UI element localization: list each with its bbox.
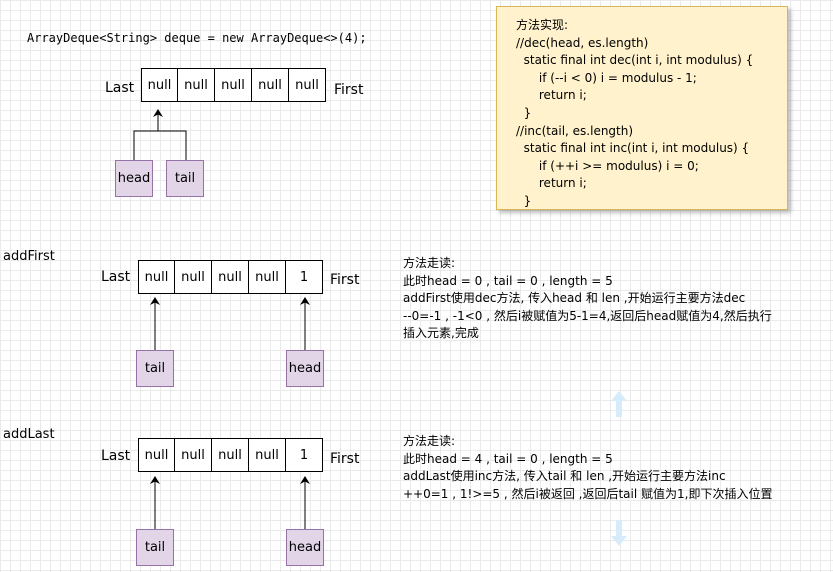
down-arrow-icon [611, 520, 627, 546]
addfirst-array: null null null null 1 [138, 260, 323, 294]
tail-pointer-line [158, 130, 187, 160]
desc-line: 插入元素,完成 [403, 326, 479, 341]
note-line: static final int inc(int i, int modulus)… [516, 141, 750, 156]
desc-line: 此时head = 0 , tail = 0 , length = 5 [403, 273, 613, 288]
faint-arrow-icons [611, 391, 627, 546]
note-line: if (--i < 0) i = modulus - 1; [516, 70, 697, 85]
addlast-cell-2: null [212, 438, 249, 472]
addlast-description: 方法走读: 此时head = 4 , tail = 0 , length = 5… [403, 433, 772, 503]
initial-head-box: head [115, 160, 153, 197]
note-line: //inc(tail, es.length) [516, 123, 634, 138]
desc-line: 方法走读: [403, 434, 456, 448]
note-line: static final int dec(int i, int modulus)… [516, 53, 754, 68]
initial-cell-1: null [178, 68, 215, 102]
addfirst-title: addFirst [3, 249, 55, 264]
note-line: 方法实现: [516, 18, 569, 32]
addlast-cell-3: null [249, 438, 286, 472]
addfirst-cell-2: null [212, 260, 249, 294]
addlast-first-label: First [330, 451, 360, 467]
note-line: if (++i >= modulus) i = 0; [516, 158, 699, 173]
method-implementation-note: 方法实现: //dec(head, es.length) static fina… [496, 6, 788, 210]
initial-last-label: Last [105, 80, 135, 96]
initial-cell-2: null [215, 68, 252, 102]
addlast-cell-0: null [138, 438, 175, 472]
desc-line: addFirst使用dec方法, 传入head 和 len ,开始运行主要方法d… [403, 291, 746, 306]
note-line: } [516, 193, 532, 208]
note-line: } [516, 105, 532, 120]
header-code: ArrayDeque<String> deque = new ArrayDequ… [27, 31, 367, 45]
head-pointer-line [133, 109, 163, 160]
addfirst-description: 方法走读: 此时head = 0 , tail = 0 , length = 5… [403, 255, 772, 343]
initial-cell-0: null [141, 68, 178, 102]
addfirst-cell-1: null [175, 260, 212, 294]
addfirst-head-box: head [286, 350, 324, 387]
desc-line: addLast使用inc方法, 传入tail 和 len ,开始运行主要方法in… [403, 469, 726, 484]
initial-first-label: First [334, 82, 364, 98]
desc-line: ++0=1 , 1!>=5 , 然后i被返回 ,返回后tail 赋值为1,即下次… [403, 486, 773, 501]
addlast-title: addLast [3, 427, 55, 442]
addlast-head-box: head [286, 529, 324, 566]
initial-cell-3: null [252, 68, 289, 102]
initial-cell-4: null [289, 68, 326, 102]
addlast-tail-box: tail [136, 529, 174, 566]
note-line: //dec(head, es.length) [516, 35, 649, 50]
addfirst-last-label: Last [101, 269, 131, 285]
note-line: return i; [516, 88, 587, 103]
addfirst-tail-box: tail [136, 350, 174, 387]
initial-array: null null null null null [141, 68, 326, 102]
addlast-cell-4: 1 [286, 438, 323, 472]
addlast-array: null null null null 1 [138, 438, 323, 472]
desc-line: --0=-1 , -1<0 , 然后i被赋值为5-1=4,返回后head赋值为4… [403, 308, 772, 323]
addlast-last-label: Last [101, 448, 131, 464]
addfirst-cell-4: 1 [286, 260, 323, 294]
addfirst-cell-0: null [138, 260, 175, 294]
addlast-cell-1: null [175, 438, 212, 472]
desc-line: 此时head = 4 , tail = 0 , length = 5 [403, 451, 613, 466]
addfirst-cell-3: null [249, 260, 286, 294]
initial-tail-box: tail [166, 160, 204, 197]
addfirst-first-label: First [330, 272, 360, 288]
up-arrow-icon [611, 391, 627, 417]
note-line: return i; [516, 176, 587, 191]
desc-line: 方法走读: [403, 256, 456, 270]
